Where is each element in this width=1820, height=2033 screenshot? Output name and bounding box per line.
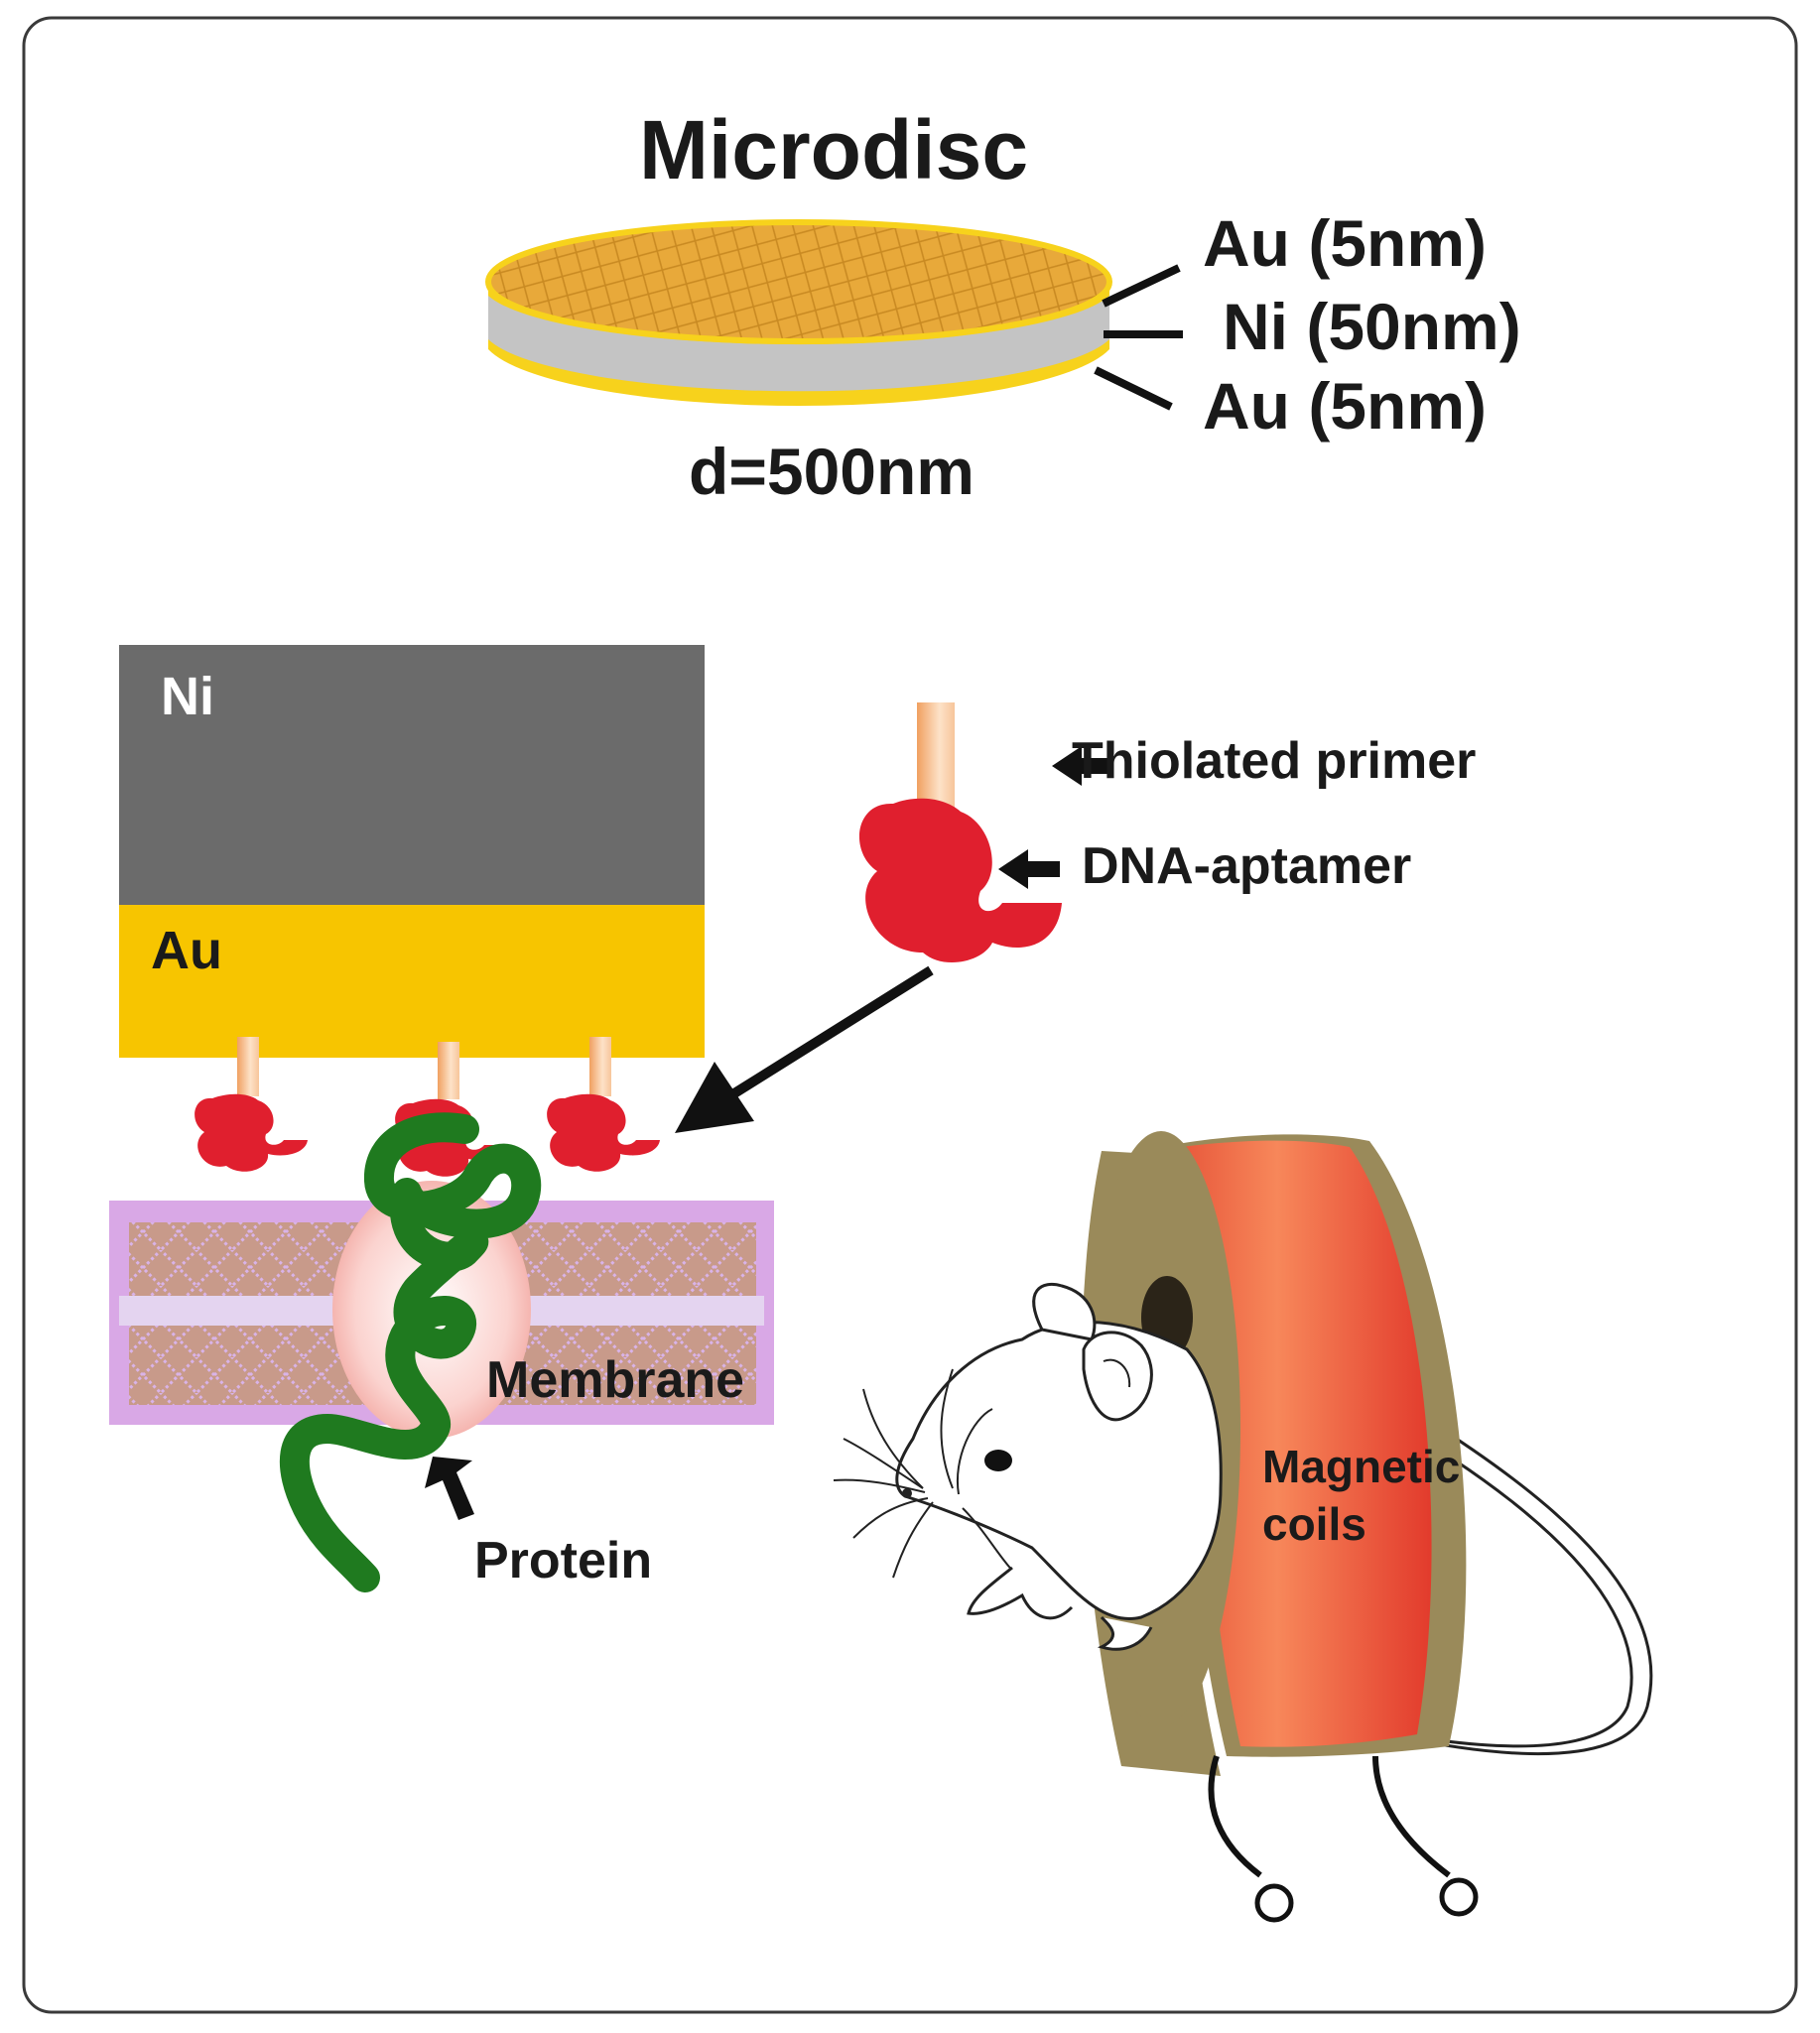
microdisc-title: Microdisc <box>639 103 1028 196</box>
au-layer <box>119 905 705 1058</box>
ni-layer <box>119 645 705 905</box>
aptamer-legend: Thiolated primer DNA-aptamer <box>858 702 1476 963</box>
thiolated-primer-label: Thiolated primer <box>1072 732 1476 790</box>
mouse-front-paw-left <box>967 1566 1074 1620</box>
mouse-eye <box>984 1450 1012 1471</box>
protein-coil <box>279 1112 541 1592</box>
mouse-coil-illustration: Magnetic coils <box>833 1131 1653 1923</box>
attached-aptamer-1 <box>195 1037 308 1172</box>
microdisc-group: Microdisc Au (5nm) Ni (50nm) Au (5nm) d=… <box>485 103 1521 508</box>
au-label: Au <box>151 921 222 980</box>
coil-terminal-right <box>1439 1877 1479 1917</box>
disc-top-surface <box>485 219 1112 344</box>
membrane-label: Membrane <box>486 1351 744 1409</box>
coil-wire-right <box>1372 1755 1451 1878</box>
binding-arrow <box>675 965 934 1133</box>
magnetic-coils-label-line1: Magnetic <box>1262 1441 1460 1492</box>
layer-label-ni: Ni (50nm) <box>1223 290 1521 363</box>
mouse-ear-inner <box>1103 1358 1131 1388</box>
aptamer-pointer-arrow <box>998 849 1060 889</box>
ni-label: Ni <box>161 667 214 726</box>
layer-label-top-au: Au (5nm) <box>1203 206 1487 280</box>
protein-pointer-arrow <box>425 1457 474 1520</box>
thiolated-primer-icon <box>917 702 955 812</box>
mouse-nose <box>902 1488 912 1498</box>
mouse-ear-front <box>1082 1331 1153 1422</box>
ni-au-stack: Ni Au <box>119 645 705 1058</box>
primer-pointer-arrow <box>1052 746 1113 786</box>
dna-aptamer-label: DNA-aptamer <box>1082 837 1411 895</box>
leader-bottom-au <box>1094 366 1173 411</box>
coil-wire-left <box>1208 1755 1262 1878</box>
magnetic-coils-label-line2: coils <box>1262 1498 1366 1550</box>
mouse-ear-back <box>1032 1282 1097 1341</box>
mouse-front-paw-right <box>1097 1615 1153 1651</box>
disc-diameter-label: d=500nm <box>689 435 975 508</box>
layer-label-bottom-au: Au (5nm) <box>1203 369 1487 443</box>
protein-label-group: Protein <box>425 1457 652 1589</box>
dna-aptamer-icon <box>858 798 1062 963</box>
attached-aptamer-3 <box>547 1037 660 1172</box>
coil-terminal-left <box>1254 1883 1294 1923</box>
leader-top-au <box>1102 264 1181 308</box>
protein-label: Protein <box>474 1532 652 1589</box>
